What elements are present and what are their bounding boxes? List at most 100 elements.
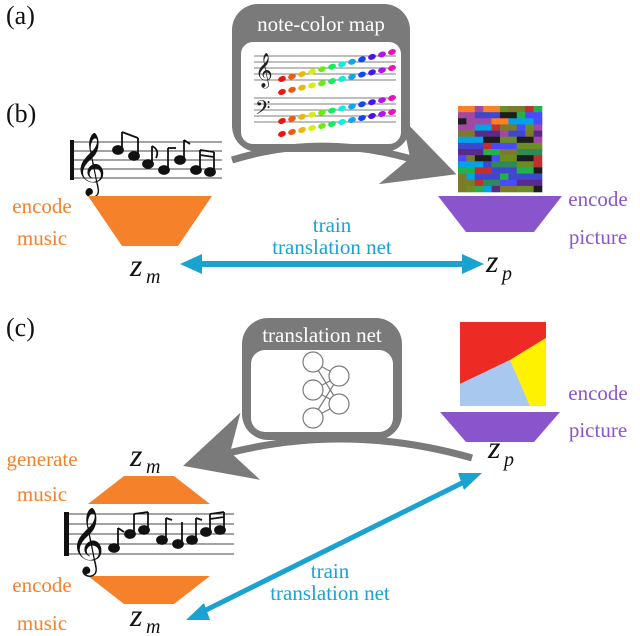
pixel-mosaic <box>458 106 543 193</box>
svg-text:z: z <box>487 429 501 465</box>
color-note <box>388 65 396 71</box>
color-note <box>328 121 336 127</box>
mosaic-cell <box>483 149 501 156</box>
mosaic-cell <box>474 173 501 181</box>
music-encoder-c <box>88 576 210 604</box>
mosaic-cell <box>533 118 543 125</box>
color-note <box>348 117 356 123</box>
mosaic-cell <box>516 161 534 168</box>
mosaic-cell <box>474 106 484 113</box>
treble-clef-icon: 𝄞 <box>74 134 106 198</box>
color-note <box>358 71 366 78</box>
encode-music-label-b-1: encode <box>12 194 71 218</box>
mosaic-cell <box>525 173 543 181</box>
color-note <box>378 51 386 58</box>
mosaic-cell <box>458 167 467 174</box>
mosaic-cell <box>491 167 518 174</box>
mosaic-cell <box>525 130 534 138</box>
color-note <box>318 66 326 73</box>
mosaic-cell <box>458 124 476 131</box>
note-color-map-box: note-color map 𝄞 𝄢 <box>232 4 410 152</box>
mosaic-cell <box>483 136 501 144</box>
color-note <box>288 129 296 135</box>
color-note <box>358 101 366 108</box>
sheet-music-c: 𝄞 <box>64 508 234 577</box>
mosaic-cell <box>516 185 534 193</box>
mosaic-cell <box>474 179 484 187</box>
latent-zm-c-top: z m <box>129 437 160 478</box>
mosaic-cell <box>533 167 543 174</box>
generate-music-label-1: generate <box>6 447 77 471</box>
mosaic-cell <box>483 106 501 113</box>
mosaic-cell <box>458 173 467 181</box>
color-note <box>368 113 376 119</box>
color-note <box>278 89 286 95</box>
color-note <box>308 125 316 131</box>
color-note <box>358 115 366 121</box>
mosaic-cell <box>491 124 501 131</box>
mosaic-cell <box>491 118 509 125</box>
train-label-c-1: train <box>311 559 350 583</box>
mosaic-cell <box>516 142 543 150</box>
panel-label-c: (c) <box>6 313 35 342</box>
mosaic-cell <box>500 185 518 193</box>
mosaic-cell <box>508 149 518 156</box>
color-note <box>348 103 356 110</box>
color-note <box>298 84 306 91</box>
mosaic-cell <box>458 161 484 168</box>
color-note <box>288 115 296 122</box>
mosaic-cell <box>483 142 492 150</box>
mosaic-cell <box>533 106 543 113</box>
train-label-b-1: train <box>313 213 352 237</box>
color-note <box>308 68 316 75</box>
color-note <box>388 95 396 101</box>
color-note <box>388 109 396 115</box>
picture-encoder-c <box>440 412 560 442</box>
mosaic-cell <box>525 106 534 113</box>
mosaic-cell <box>458 136 484 144</box>
music-encoder-b <box>88 196 212 246</box>
mosaic-cell <box>474 185 484 193</box>
svg-text:p: p <box>502 449 514 471</box>
treble-clef-icon: 𝄞 <box>70 508 104 577</box>
svg-text:z: z <box>129 597 143 633</box>
generate-music-label-2: music <box>17 482 67 506</box>
train-label-b-2: translation net <box>272 235 392 259</box>
svg-text:z: z <box>485 243 499 279</box>
color-note <box>378 67 386 74</box>
mosaic-cell <box>500 179 518 187</box>
color-note <box>318 80 326 87</box>
mosaic-cell <box>516 167 534 174</box>
mosaic-cell <box>458 155 467 162</box>
mosaic-cell <box>483 185 492 193</box>
mosaic-cell <box>491 185 501 193</box>
latent-zp-c: z p <box>487 429 514 471</box>
latent-zp-b: z p <box>485 243 512 285</box>
encode-music-label-c-2: music <box>17 611 67 635</box>
mosaic-cell <box>466 118 492 125</box>
color-note <box>338 119 346 125</box>
color-note <box>338 105 346 112</box>
latent-zm-c-bottom: z m <box>129 597 160 636</box>
mosaic-cell <box>474 167 492 174</box>
color-note <box>318 109 326 116</box>
mosaic-cell <box>516 179 543 187</box>
color-notes-group <box>278 49 396 137</box>
mosaic-cell <box>458 112 476 119</box>
mosaic-cell <box>533 155 543 162</box>
mosaic-cell <box>474 112 501 119</box>
mosaic-cell <box>483 179 501 187</box>
panel-label-b: (b) <box>6 99 36 128</box>
translation-net-title: translation net <box>262 323 382 347</box>
mosaic-cell <box>474 124 492 131</box>
color-note <box>338 61 346 68</box>
svg-text:m: m <box>146 266 160 288</box>
mosaic-cell <box>508 130 526 138</box>
mosaic-cell <box>466 173 476 181</box>
bass-clef-icon: 𝄢 <box>255 98 270 124</box>
mosaic-cell <box>500 106 509 113</box>
color-note <box>348 73 356 80</box>
svg-text:m: m <box>146 616 160 636</box>
color-note <box>298 71 306 78</box>
